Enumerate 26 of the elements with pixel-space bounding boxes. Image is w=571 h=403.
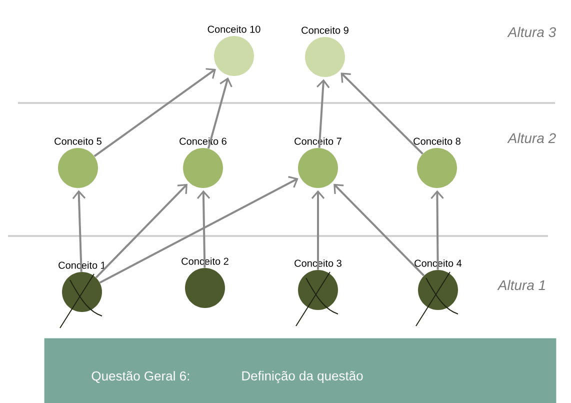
level-label: Altura 2 — [507, 132, 556, 144]
concept-label: Conceito 7 — [294, 137, 342, 145]
arrow — [196, 190, 210, 268]
question-banner — [44, 338, 556, 403]
concept-label: Conceito 5 — [54, 137, 102, 145]
arrow — [95, 184, 188, 278]
arrow — [311, 190, 325, 270]
banner-text: Definição da questão — [242, 370, 363, 384]
concept-label: Conceito 3 — [294, 259, 342, 267]
concept-label: Conceito 4 — [414, 259, 462, 267]
arrow — [99, 176, 298, 284]
concept-label: Conceito 6 — [180, 137, 226, 145]
level-label: Altura 1 — [497, 280, 545, 290]
arrow — [207, 77, 232, 149]
level-label: Altura 3 — [507, 26, 556, 38]
arrow — [340, 72, 424, 154]
concept-label: Conceito 8 — [414, 137, 460, 145]
arrow — [72, 190, 86, 272]
concept-label: Conceito 2 — [182, 257, 228, 265]
concept-label: Conceito 9 — [302, 26, 348, 34]
banner-text: Questão Geral 6: — [92, 371, 189, 383]
arrow — [334, 184, 425, 276]
arrow — [430, 190, 444, 270]
concept-label: Conceito 10 — [208, 25, 260, 33]
arrow — [94, 68, 216, 158]
arrow — [316, 79, 330, 148]
